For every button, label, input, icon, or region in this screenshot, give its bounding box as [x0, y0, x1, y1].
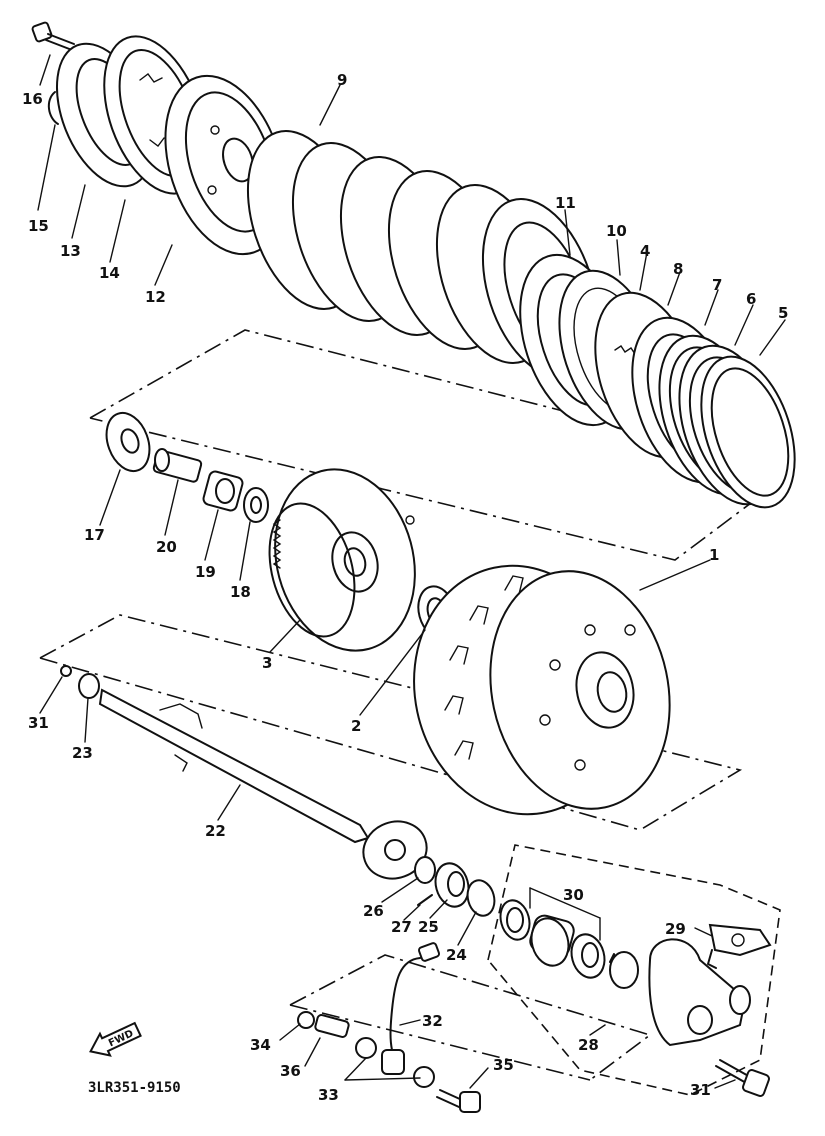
- callout-15: 15: [28, 217, 49, 235]
- callout-10: 10: [606, 222, 627, 240]
- part-24-washer: [466, 879, 496, 917]
- callout-4: 4: [640, 242, 650, 260]
- callout-2: 2: [351, 717, 361, 735]
- callout-35: 35: [493, 1056, 514, 1074]
- callout-1: 1: [709, 546, 719, 564]
- callout-23: 23: [72, 744, 93, 762]
- callout-32: 32: [422, 1012, 443, 1030]
- callout-12: 12: [145, 288, 166, 306]
- part-16-bolt: [31, 21, 75, 51]
- callout-9: 9: [337, 71, 347, 89]
- fwd-arrow-icon: FWD: [89, 1021, 142, 1057]
- leader-lines: [37, 54, 786, 1089]
- callout-7: 7: [712, 276, 722, 294]
- callout-22: 22: [205, 822, 226, 840]
- part-20-pin: [152, 448, 203, 483]
- part-27-pin: [417, 894, 433, 906]
- part-9-friction-plate-stack: [246, 130, 599, 378]
- callout-30: 30: [563, 886, 584, 904]
- part-36-plug: [314, 1014, 350, 1038]
- callout-3: 3: [262, 654, 272, 672]
- part-3-primary-driven-gear: [268, 468, 416, 652]
- callout-labels: 16 15 13 14 12 9 11 10 4 8 7 6 5 17 20 1…: [22, 71, 788, 1104]
- callout-34: 34: [250, 1036, 271, 1054]
- part-29-bracket: [707, 923, 772, 969]
- part-17-bearing: [105, 411, 151, 473]
- part-28-release-lever: [648, 938, 751, 1047]
- callout-13: 13: [60, 242, 81, 260]
- callout-24: 24: [446, 946, 467, 964]
- callout-28: 28: [578, 1036, 599, 1054]
- part-30-seal-group: [499, 899, 606, 979]
- callout-8: 8: [673, 260, 683, 278]
- callout-25: 25: [418, 918, 439, 936]
- callout-33: 33: [318, 1086, 339, 1104]
- callout-14: 14: [99, 264, 120, 282]
- callout-31a: 31: [28, 714, 49, 732]
- part-18-washer: [243, 487, 269, 523]
- part-31-small-ball: [60, 665, 72, 677]
- part-32-sensor-lead: [381, 942, 441, 1075]
- part-1-clutch-housing: [413, 564, 671, 816]
- callout-36: 36: [280, 1062, 301, 1080]
- callout-26: 26: [363, 902, 384, 920]
- callout-18: 18: [230, 583, 251, 601]
- callout-27: 27: [391, 918, 412, 936]
- part-19-nut: [202, 470, 244, 512]
- callout-11: 11: [555, 194, 576, 212]
- callout-20: 20: [156, 538, 177, 556]
- part-35-bolt: [436, 1089, 481, 1113]
- part-15-spring-clip: [47, 91, 59, 125]
- release-spring: [609, 951, 639, 989]
- part-31-bolt: [715, 1059, 770, 1097]
- callout-31b: 31: [690, 1081, 711, 1099]
- callout-19: 19: [195, 563, 216, 581]
- callout-16: 16: [22, 90, 43, 108]
- callout-17: 17: [84, 526, 105, 544]
- callout-29: 29: [665, 920, 686, 938]
- callout-6: 6: [746, 290, 756, 308]
- callout-5: 5: [778, 304, 788, 322]
- part-23-oring: [78, 673, 100, 699]
- part-5-circlip: [700, 355, 796, 509]
- part-26-bearing: [362, 820, 436, 884]
- part-34-oring: [297, 1011, 315, 1029]
- part-22-push-rod: [98, 688, 370, 844]
- part-25-collar: [434, 862, 470, 908]
- diagram-code: 3LR351-9150: [88, 1080, 181, 1096]
